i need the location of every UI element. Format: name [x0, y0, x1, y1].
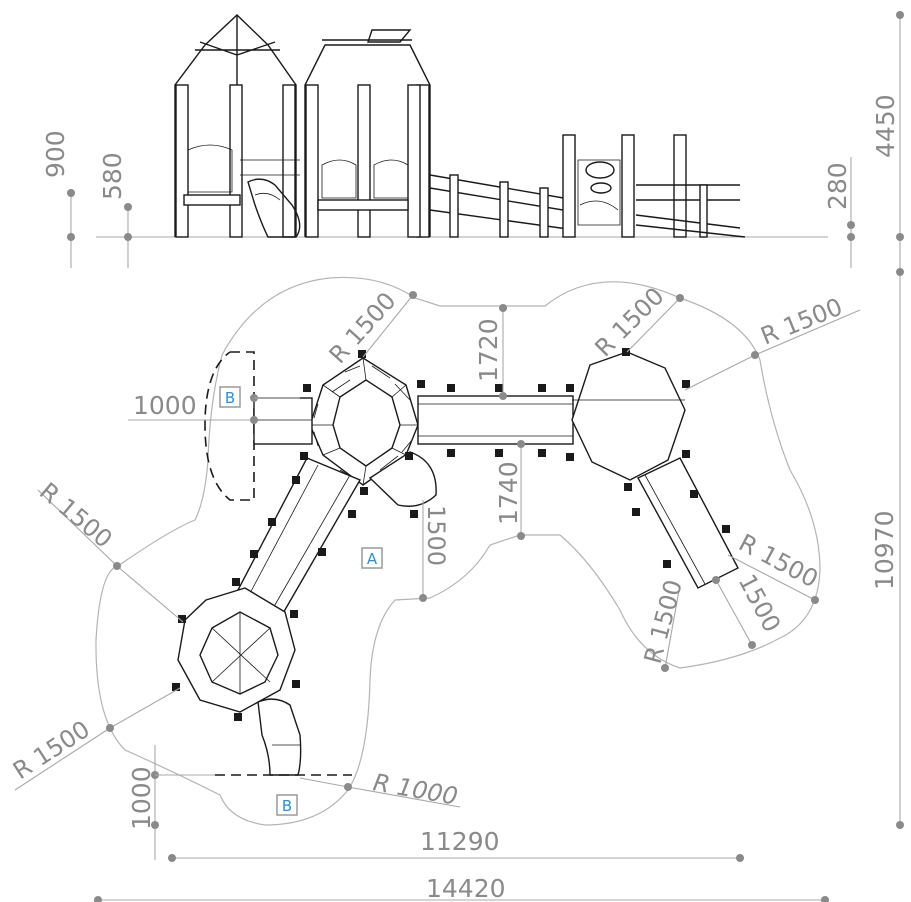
plan-tube-slide [257, 698, 302, 776]
plan-deck-hexagon-top-right [571, 351, 686, 481]
zone-label-b-top: B [219, 386, 241, 408]
dim-r1500-bottom-left: R 1500 [8, 715, 95, 785]
dim-1000-bottom: 1000 [127, 766, 156, 830]
plan-dimension-texts: R 1500 1720 1740 R 1500 R 1500 1000 R 15… [8, 282, 899, 902]
elevation-view: 900 580 280 4450 [41, 11, 904, 270]
dim-1740: 1740 [494, 461, 523, 525]
dim-1720: 1720 [474, 318, 503, 382]
elevation-tower-left [174, 14, 300, 238]
dim-r1500-slide-right-b: R 1500 [639, 577, 688, 667]
dim-1000-left: 1000 [133, 391, 197, 420]
dim-14420: 14420 [426, 874, 506, 902]
dim-1500-mid: 1500 [422, 505, 450, 566]
dim-r1500-left: R 1500 [34, 477, 117, 553]
dim-580: 580 [98, 152, 127, 200]
dim-r1500-right: R 1500 [757, 293, 847, 351]
elevation-slide [247, 178, 301, 238]
elevation-dimensions: 900 580 280 4450 [41, 11, 904, 270]
svg-text:B: B [225, 389, 235, 407]
plan-view: R 1500 1720 1740 R 1500 R 1500 1000 R 15… [8, 268, 904, 902]
svg-text:A: A [367, 550, 378, 568]
plan-posts [172, 348, 730, 721]
plan-ramp-right [637, 457, 739, 589]
plan-entry-deck-left [253, 397, 313, 445]
zone-label-b-bottom: B [276, 794, 298, 816]
dim-1500-slide: 1500 [733, 570, 786, 637]
dim-900: 900 [41, 130, 70, 178]
plan-small-platform [368, 451, 437, 507]
dim-10970: 10970 [870, 510, 899, 590]
elevation-bridge [429, 174, 576, 238]
plan-dimension-lines [14, 268, 904, 902]
zone-label-a: A [361, 547, 383, 569]
dim-4450: 4450 [871, 94, 900, 158]
svg-text:B: B [282, 797, 292, 815]
elevation-tower-middle [304, 29, 431, 238]
plan-bridge [417, 395, 574, 445]
dim-r1000-bottom: R 1000 [371, 768, 460, 810]
elevation-tower-right [562, 134, 746, 238]
dim-280: 280 [823, 162, 852, 210]
dim-11290: 11290 [420, 827, 500, 856]
zone-b-top-outline [204, 351, 255, 501]
